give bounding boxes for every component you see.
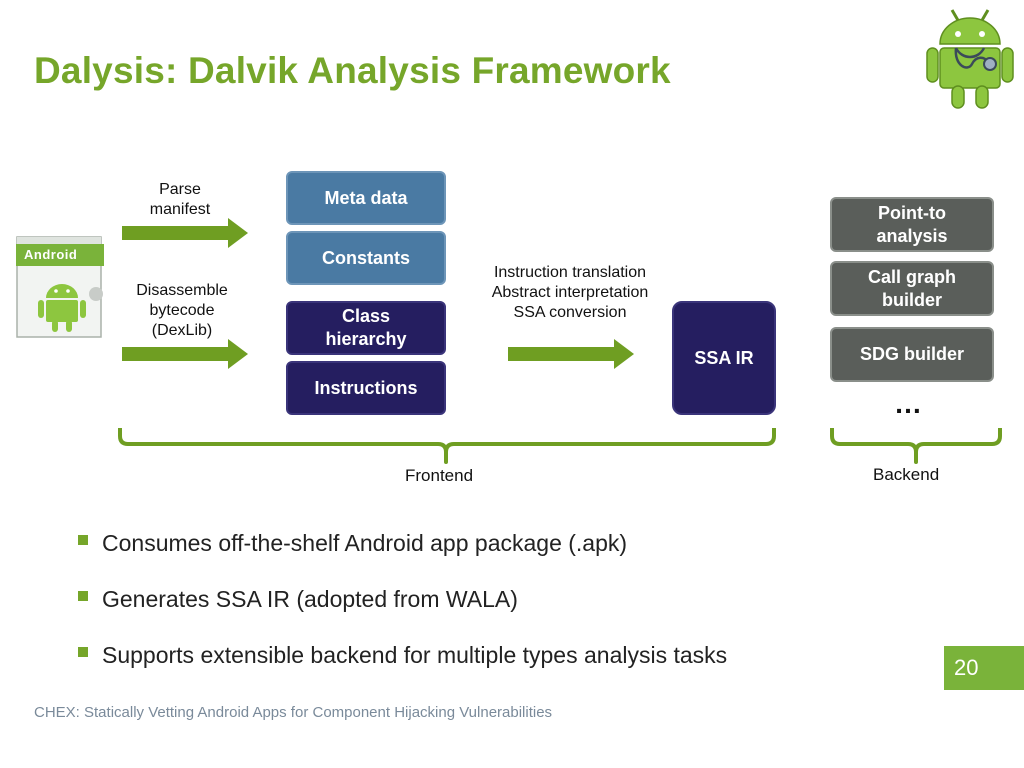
apk-label: Android [16,244,104,266]
bullet-item: Supports extensible backend for multiple… [78,640,727,696]
arrow-translation [508,339,634,369]
point-to-analysis-box: Point-to analysis [830,197,994,252]
slide-title: Dalysis: Dalvik Analysis Framework [34,50,671,91]
instructions-box: Instructions [286,361,446,415]
ssa-ir-box: SSA IR [672,301,776,415]
backend-label: Backend [873,465,940,484]
bullet-marker-icon [78,647,88,657]
class-hierarchy-box: Class hierarchy [286,301,446,355]
bullet-marker-icon [78,591,88,601]
more-backends-ellipsis: … [894,388,925,419]
page-number: 20 [944,646,1024,690]
bullet-marker-icon [78,535,88,545]
meta-data-box: Meta data [286,171,446,225]
arrow-parse-manifest [122,218,248,248]
call-graph-builder-box: Call graph builder [830,261,994,316]
bullet-list: Consumes off-the-shelf Android app packa… [78,528,727,696]
android-doctor-icon [926,9,1014,109]
sdg-builder-box: SDG builder [830,327,994,382]
footer-citation: CHEX: Statically Vetting Android Apps fo… [34,704,553,721]
frontend-label: Frontend [405,466,474,485]
arrow-disassemble [122,339,248,369]
apk-package-icon: Android [16,236,104,340]
constants-box: Constants [286,231,446,285]
bullet-item: Generates SSA IR (adopted from WALA) [78,584,727,640]
frontend-brace [118,428,776,464]
bullet-item: Consumes off-the-shelf Android app packa… [78,528,727,584]
parse-manifest-label: Parse manifest [149,181,211,218]
translation-label: Instruction translation Abstract interpr… [491,264,649,321]
disassemble-label: Disassemble bytecode (DexLib) [136,282,228,339]
backend-brace [830,428,1002,464]
